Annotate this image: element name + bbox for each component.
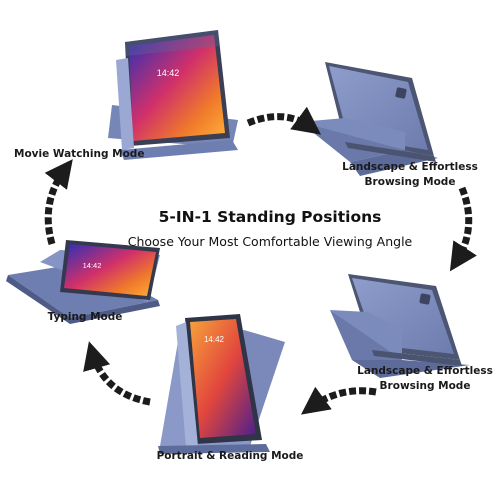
label-landscape-right-line1: Landscape & Effortless (357, 365, 493, 377)
label-landscape-top: Landscape & Effortless Browsing Mode (330, 160, 490, 190)
label-portrait-reading: Portrait & Reading Mode (156, 450, 304, 462)
label-landscape-top-line1: Landscape & Effortless (342, 161, 478, 173)
portrait-screen-time: 14:42 (204, 335, 225, 344)
typing-ipad: 14:42 (6, 240, 160, 324)
arrow-portrait-to-typing (83, 341, 151, 406)
label-movie-watching: Movie Watching Mode (14, 148, 145, 160)
arrow-typing-to-movie (44, 159, 73, 245)
page-title: 5-IN-1 Standing Positions (158, 208, 382, 226)
label-landscape-top-line2: Browsing Mode (364, 176, 456, 188)
movie-watching-ipad: 14:42 (108, 30, 238, 160)
movie-screen-time: 14:42 (157, 68, 180, 78)
arrow-landscape-to-portrait (300, 386, 377, 415)
page-subtitle: Choose Your Most Comfortable Viewing Ang… (127, 234, 413, 249)
label-typing: Typing Mode (47, 311, 123, 323)
portrait-reading-ipad: 14:42 (158, 314, 285, 454)
flow-arrows (44, 106, 477, 415)
typing-screen-time: 14:42 (83, 261, 102, 270)
label-landscape-right: Landscape & Effortless Browsing Mode (355, 364, 495, 394)
arrow-movie-to-landscape (246, 106, 322, 135)
label-landscape-right-line2: Browsing Mode (379, 380, 471, 392)
landscape-ipad-top (300, 62, 438, 176)
arrow-landscape-to-landscape (449, 186, 477, 272)
landscape-ipad-right (330, 274, 470, 378)
